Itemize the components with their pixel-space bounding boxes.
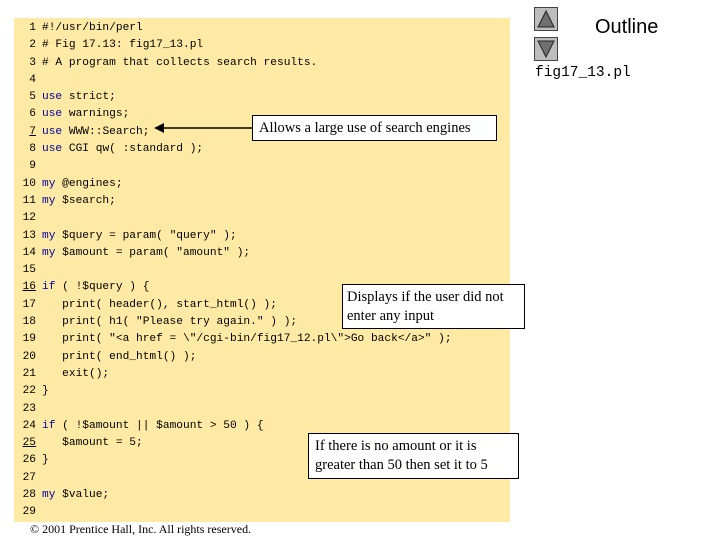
line-number: 11 — [22, 194, 36, 207]
line-number: 20 — [22, 350, 36, 363]
code-content: print( h1( "Please try again." ) ); — [42, 316, 298, 329]
code-content: ( !$query ) { — [55, 281, 150, 294]
code-text: use strict; — [42, 89, 116, 106]
line-number: 22 — [22, 385, 36, 398]
callout-arrow — [154, 123, 254, 133]
code-content: exit(); — [42, 367, 110, 380]
code-content: ( !$amount || $amount > 50 ) { — [55, 419, 264, 432]
line-number: 1 — [29, 22, 36, 34]
triangle-down-icon — [537, 40, 555, 59]
line-number: 17 — [22, 298, 36, 311]
code-keyword: use — [42, 91, 63, 104]
line-number: 4 — [29, 73, 36, 86]
code-keyword: my — [42, 489, 56, 502]
code-text: use WWW::Search; — [42, 124, 149, 141]
code-text: # Fig 17.13: fig17_13.pl — [42, 37, 203, 54]
code-text: my $search; — [42, 193, 116, 210]
code-text: #!/usr/bin/perl — [42, 20, 143, 37]
outline-link[interactable]: Outline — [595, 16, 659, 38]
code-text: $amount = 5; — [42, 435, 143, 452]
code-content: print( end_html() ); — [42, 350, 197, 363]
line-number: 15 — [22, 264, 36, 277]
code-content: # A program that collects search results… — [42, 56, 318, 69]
code-content: print( header(), start_html() ); — [42, 298, 277, 311]
code-content: $search; — [55, 194, 116, 207]
callout-amount-limit: If there is no amount or it is greater t… — [308, 433, 519, 479]
callout-no-input: Displays if the user did not enter any i… — [342, 284, 525, 329]
code-content: } — [42, 385, 49, 398]
code-keyword: use — [42, 108, 63, 121]
code-content: $amount = 5; — [42, 437, 143, 450]
line-number: 13 — [22, 229, 36, 242]
code-text: my $amount = param( "amount" ); — [42, 245, 250, 262]
code-keyword: if — [42, 281, 56, 294]
code-content: strict; — [62, 91, 116, 104]
code-text: if ( !$query ) { — [42, 279, 149, 296]
code-text: print( "<a href = \"/cgi-bin/fig17_12.pl… — [42, 331, 452, 348]
code-text: print( end_html() ); — [42, 349, 196, 366]
line-number: 27 — [22, 471, 36, 484]
code-text: if ( !$amount || $amount > 50 ) { — [42, 418, 264, 435]
line-number: 6 — [29, 108, 36, 121]
code-content: } — [42, 454, 49, 467]
line-number: 28 — [22, 489, 36, 502]
line-number: 26 — [22, 454, 36, 467]
code-text: my $query = param( "query" ); — [42, 228, 237, 245]
code-text: print( h1( "Please try again." ) ); — [42, 314, 297, 331]
line-number: 14 — [22, 246, 36, 259]
code-keyword: my — [42, 177, 56, 190]
line-number: 19 — [22, 333, 36, 346]
line-number: 3 — [29, 56, 36, 69]
code-keyword: my — [42, 229, 56, 242]
code-content: CGI qw( :standard ); — [62, 143, 204, 156]
code-content: $query = param( "query" ); — [55, 229, 237, 242]
next-slide-button[interactable] — [534, 37, 558, 61]
code-keyword: my — [42, 194, 56, 207]
line-number: 21 — [22, 367, 36, 380]
code-text: use warnings; — [42, 106, 129, 123]
line-number: 5 — [29, 91, 36, 104]
code-text: my @engines; — [42, 176, 123, 193]
code-content: print( "<a href = \"/cgi-bin/fig17_12.pl… — [42, 333, 452, 346]
line-number: 24 — [22, 419, 36, 432]
code-text: # A program that collects search results… — [42, 55, 317, 72]
code-text: exit(); — [42, 366, 109, 383]
code-content: warnings; — [62, 108, 130, 121]
code-keyword: use — [42, 125, 63, 138]
code-content: #!/usr/bin/perl — [42, 22, 143, 34]
callout-search-engines: Allows a large use of search engines — [252, 115, 497, 141]
code-text: } — [42, 383, 49, 400]
code-content: $amount = param( "amount" ); — [55, 246, 251, 259]
line-number: 23 — [22, 402, 36, 415]
line-number: 16 — [22, 281, 36, 294]
file-name-label: fig17_13.pl — [535, 65, 631, 81]
copyright-notice: © 2001 Prentice Hall, Inc. All rights re… — [30, 522, 252, 536]
code-text: } — [42, 452, 49, 469]
code-content: $value; — [55, 489, 110, 502]
code-keyword: if — [42, 419, 56, 432]
previous-slide-button[interactable] — [534, 7, 558, 31]
code-content: # Fig 17.13: fig17_13.pl — [42, 39, 204, 52]
line-number: 10 — [22, 177, 36, 190]
triangle-up-icon — [537, 9, 555, 28]
code-text: my $value; — [42, 487, 109, 504]
code-listing-panel: 1 #!/usr/bin/perl 2 # Fig 17.13: fig17_13.p… — [14, 18, 510, 522]
code-keyword: use — [42, 143, 63, 156]
code-text: print( header(), start_html() ); — [42, 297, 277, 314]
line-number: 12 — [22, 212, 36, 225]
line-number: 2 — [29, 39, 36, 52]
line-number: 29 — [22, 506, 36, 519]
code-content: WWW::Search; — [62, 125, 150, 138]
line-number: 25 — [22, 437, 36, 450]
code-content: @engines; — [55, 177, 123, 190]
code-text: use CGI qw( :standard ); — [42, 141, 203, 158]
line-number: 18 — [22, 316, 36, 329]
line-number: 7 — [29, 125, 36, 138]
line-number: 9 — [29, 160, 36, 173]
code-keyword: my — [42, 246, 56, 259]
line-number: 8 — [29, 143, 36, 156]
